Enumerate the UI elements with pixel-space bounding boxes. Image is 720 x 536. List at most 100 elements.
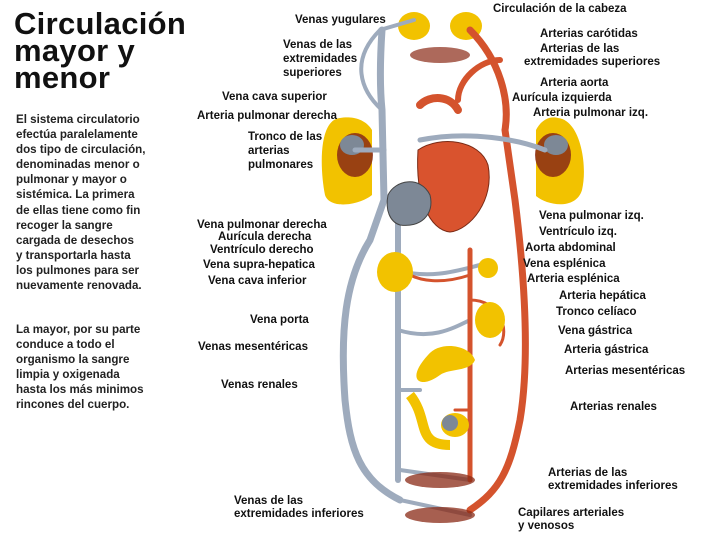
- label-line: Arteria pulmonar derecha: [197, 110, 337, 122]
- label-line: Arterias de las: [548, 467, 628, 479]
- label-line: Arterias renales: [570, 401, 657, 413]
- label-arterias-renales: Arterias renales: [570, 401, 657, 414]
- label-line: Vena pulmonar derecha: [197, 219, 327, 231]
- page-title: Circulación mayor y menor: [14, 6, 187, 95]
- title-line: mayor y: [14, 33, 135, 68]
- label-vena-esplenica: Vena esplénica: [523, 258, 605, 271]
- label-line: Venas mesentéricas: [198, 341, 308, 353]
- title-line: Circulación: [14, 6, 187, 41]
- label-line: Venas renales: [221, 379, 298, 391]
- paragraph-line: La mayor, por su parte: [16, 323, 141, 336]
- label-line: Capilares arteriales: [518, 507, 625, 519]
- label-line: Venas de las: [234, 495, 304, 507]
- label-line: Tronco celíaco: [556, 306, 637, 318]
- label-venas-mesentericas: Venas mesentéricas: [198, 341, 308, 354]
- label-arteria-pulmonar-derecha: Arteria pulmonar derecha: [197, 110, 337, 123]
- paragraph-line: los pulmones para ser: [16, 263, 140, 277]
- label-arteria-esplenica: Arteria esplénica: [527, 273, 620, 286]
- label-line: extremidades: [283, 53, 358, 65]
- label-line: Arteria hepática: [559, 290, 646, 302]
- paragraph-line: limpia y oxigenada: [16, 368, 120, 382]
- label-line: arterias: [248, 145, 290, 157]
- label-line: Arterias carótidas: [540, 28, 638, 40]
- paragraph-line: nuevamente renovada.: [16, 279, 142, 293]
- label-ventriculo-izq: Ventrículo izq.: [539, 226, 617, 239]
- label-venas-renales: Venas renales: [221, 379, 298, 392]
- arteries: [408, 26, 548, 514]
- label-line: Arterias de las: [540, 43, 620, 55]
- paragraph-line: dos tipo de circulación,: [16, 143, 146, 157]
- label-line: Ventrículo derecho: [210, 244, 314, 256]
- label-vena-pulmonar-izq: Vena pulmonar izq.: [539, 210, 644, 223]
- label-line: y venosos: [518, 520, 575, 532]
- label-line: Ventrículo izq.: [539, 226, 617, 238]
- paragraph-line: organismo la sangre: [16, 353, 130, 367]
- label-arteria-pulmonar-izq: Arteria pulmonar izq.: [533, 107, 648, 120]
- paragraph-line: efectúa paralelamente: [16, 128, 138, 142]
- veins: [339, 18, 482, 517]
- label-vena-porta: Vena porta: [250, 314, 309, 327]
- label-line: Vena esplénica: [523, 258, 606, 270]
- label-line: Venas yugulares: [295, 14, 386, 26]
- label-vena-supra-hepatica: Vena supra-hepatica: [203, 259, 315, 272]
- label-line: Venas de las: [283, 39, 353, 51]
- label-line: Circulación de la cabeza: [493, 3, 627, 15]
- label-arterias-carotidas: Arterias carótidas: [540, 28, 638, 41]
- label-ventriculo-derecho: Ventrículo derecho: [210, 244, 314, 257]
- label-auricula-izquierda: Aurícula izquierda: [512, 92, 612, 105]
- title-line: menor: [14, 60, 111, 95]
- label-line: Arteria gástrica: [564, 344, 649, 356]
- label-line: Arteria esplénica: [527, 273, 620, 285]
- paragraph-line: hasta los más minimos: [16, 383, 144, 397]
- label-vena-cava-superior: Vena cava superior: [222, 91, 327, 104]
- paragraph-line: pulmonar y mayor o: [16, 173, 127, 187]
- label-line: Aurícula derecha: [218, 231, 312, 243]
- label-line: extremidades inferiores: [548, 480, 678, 492]
- label-line: Vena porta: [250, 314, 309, 326]
- label-line: Aurícula izquierda: [512, 92, 612, 104]
- label-line: Vena cava superior: [222, 91, 327, 103]
- paragraph-line: sistémica. La primera: [16, 188, 135, 202]
- label-line: Vena pulmonar izq.: [539, 210, 644, 222]
- label-line: Vena gástrica: [558, 325, 633, 337]
- label-line: extremidades superiores: [524, 56, 661, 68]
- label-vena-cava-inferior: Vena cava inferior: [208, 275, 306, 288]
- paragraph-line: recoger la sangre: [16, 218, 113, 232]
- label-line: Tronco de las: [248, 131, 323, 143]
- label-line: extremidades inferiores: [234, 508, 364, 520]
- label-arteria-aorta: Arteria aorta: [540, 77, 608, 90]
- label-vena-pulmonar-derecha: Vena pulmonar derecha: [197, 219, 327, 232]
- label-line: Aorta abdominal: [525, 242, 616, 254]
- label-aorta-abdominal: Aorta abdominal: [525, 242, 616, 255]
- label-arteria-hepatica: Arteria hepática: [559, 290, 646, 303]
- label-arteria-gastrica: Arteria gástrica: [564, 344, 648, 357]
- label-line: pulmonares: [248, 159, 314, 171]
- label-circulacion-cabeza: Circulación de la cabeza: [493, 3, 627, 16]
- paragraph-line: denominadas menor o: [16, 158, 140, 172]
- heart: [386, 141, 490, 233]
- label-line: Arteria pulmonar izq.: [533, 107, 649, 119]
- label-venas-yugulares: Venas yugulares: [295, 14, 386, 27]
- label-vena-gastrica: Vena gástrica: [558, 325, 632, 338]
- label-line: Arteria aorta: [540, 77, 609, 89]
- paragraph-line: rincones del cuerpo.: [16, 398, 130, 412]
- label-arterias-mesentericas: Arterias mesentéricas: [565, 365, 685, 378]
- label-line: superiores: [283, 67, 342, 79]
- label-line: Vena supra-hepatica: [203, 259, 315, 271]
- paragraph-line: cargada de desechos: [16, 233, 134, 247]
- label-tronco-celiaco: Tronco celíaco: [556, 306, 637, 319]
- paragraph-line: de ellas tiene como fin: [16, 203, 141, 217]
- label-venas-extremidades-superiores: Venas de las extremidades superiores: [283, 38, 357, 80]
- label-line: Arterias mesentéricas: [565, 365, 686, 377]
- paragraph-line: y transportarla hasta: [16, 248, 131, 262]
- paragraph-line: conduce a todo el: [16, 338, 115, 352]
- lungs: [321, 117, 584, 205]
- label-auricula-derecha: Aurícula derecha: [218, 231, 311, 244]
